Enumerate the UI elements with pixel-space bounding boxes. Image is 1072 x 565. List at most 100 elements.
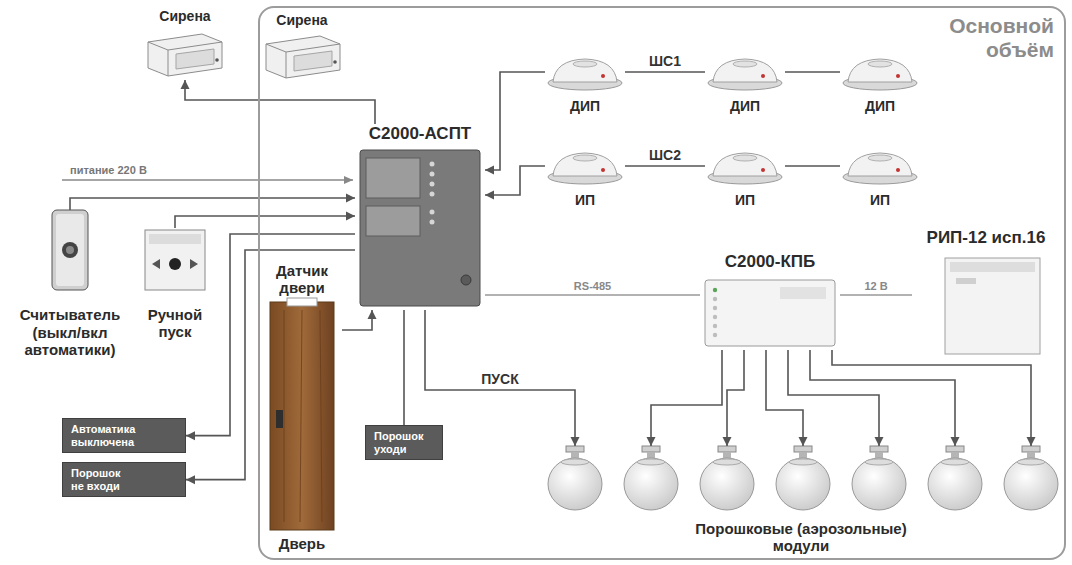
smoke-detector: ДИП	[545, 56, 625, 114]
reader-face	[56, 214, 84, 286]
arrowhead	[181, 80, 190, 89]
module-icon	[928, 446, 982, 510]
siren: Сирена	[262, 12, 342, 80]
device-caption: Сирена	[159, 8, 210, 24]
connector-line	[70, 198, 355, 210]
device-caption: С2000-АСПТ	[369, 124, 472, 144]
arrowhead	[346, 212, 355, 221]
device-caption: Сирена	[276, 12, 327, 28]
connector-line	[485, 294, 700, 296]
connector	[181, 80, 376, 124]
device-caption: ИП	[735, 192, 755, 208]
connector-line	[186, 234, 355, 436]
device-caption: Датчик двери	[263, 262, 341, 297]
detector-icon	[843, 153, 917, 184]
fire-detector: ИП	[545, 150, 625, 208]
fire-detector: ИП	[840, 150, 920, 208]
line-label: ШС1	[646, 54, 684, 69]
detector-icon	[708, 153, 782, 184]
siren-icon	[266, 36, 340, 78]
arrowhead	[485, 166, 494, 175]
connector	[175, 212, 355, 229]
arrowhead	[723, 437, 732, 446]
detector-icon	[708, 59, 782, 90]
indicator	[430, 182, 435, 187]
detector-icon	[548, 59, 622, 90]
connector-line	[185, 80, 375, 124]
connector	[625, 72, 705, 73]
module-icon	[776, 446, 830, 510]
psu-display	[956, 278, 976, 284]
connector-line	[625, 165, 705, 167]
wood-grain	[284, 310, 322, 522]
card-reader: Считыватель (выкл/вкл автоматики)	[5, 210, 135, 358]
connector	[70, 194, 355, 211]
device-caption: С2000-КПБ	[725, 252, 816, 272]
connector	[404, 310, 405, 425]
device-caption: ИП	[870, 192, 890, 208]
detector-icon	[548, 153, 622, 184]
connector	[785, 72, 840, 73]
relay-unit: С2000-КПБ	[700, 252, 840, 350]
panel-body	[360, 150, 480, 306]
manual-call-point: Ручной пуск	[138, 228, 212, 340]
arrowhead	[346, 194, 355, 203]
connector	[342, 310, 377, 330]
lock	[461, 275, 471, 285]
connector-line	[625, 71, 705, 73]
sign-text: Автоматика выключена	[71, 423, 171, 448]
psu-body	[945, 258, 1040, 354]
device-caption: ДИП	[865, 98, 895, 114]
connector-line	[425, 310, 575, 446]
line-label: ШС2	[646, 148, 684, 163]
indicator	[713, 288, 717, 292]
indicator	[430, 172, 435, 177]
fire-detector: ИП	[705, 150, 785, 208]
connector-line	[785, 71, 840, 73]
connector	[840, 295, 912, 296]
indicator	[713, 306, 717, 310]
indicator	[713, 333, 717, 337]
smoke-detector: ДИП	[705, 56, 785, 114]
siren: Сирена	[140, 8, 230, 80]
indicator	[713, 297, 717, 301]
arrowhead	[875, 437, 884, 446]
region-label: Основной объём	[919, 14, 1054, 62]
connector	[647, 350, 1036, 446]
control-panel: С2000-АСПТ	[355, 124, 485, 310]
arrowhead	[951, 437, 960, 446]
module-icon	[548, 446, 602, 510]
module-icon	[700, 446, 754, 510]
door-handle	[276, 410, 283, 428]
connector-line	[651, 350, 722, 446]
line-label: 12 В	[861, 280, 890, 292]
panel-face	[366, 206, 420, 236]
sign-text: Порошок не входи	[71, 467, 133, 492]
arrowhead	[485, 191, 494, 200]
smoke-detector: ДИП	[840, 56, 920, 114]
device-caption: Считыватель (выкл/вкл автоматики)	[8, 306, 133, 358]
arrowhead	[368, 310, 377, 319]
device-caption: Дверь	[279, 535, 325, 552]
connector-line	[186, 250, 355, 480]
arrowhead	[647, 437, 656, 446]
call-point-strip	[149, 234, 201, 244]
connector-line	[785, 165, 840, 167]
indicator	[430, 220, 435, 225]
arrowhead	[186, 431, 195, 440]
panel-face	[366, 158, 420, 198]
indicator	[713, 324, 717, 328]
module-icon	[1004, 446, 1058, 510]
arrowhead	[571, 437, 580, 446]
door-sensor	[287, 298, 317, 306]
indicator	[430, 162, 435, 167]
connector	[485, 295, 700, 296]
connector-line	[840, 294, 912, 296]
power-line	[62, 179, 353, 181]
siren-icon	[148, 34, 222, 76]
arrowhead	[799, 437, 808, 446]
line-label: ПУСК	[478, 372, 521, 387]
module-icon	[852, 446, 906, 510]
call-point-arrows	[152, 259, 198, 269]
